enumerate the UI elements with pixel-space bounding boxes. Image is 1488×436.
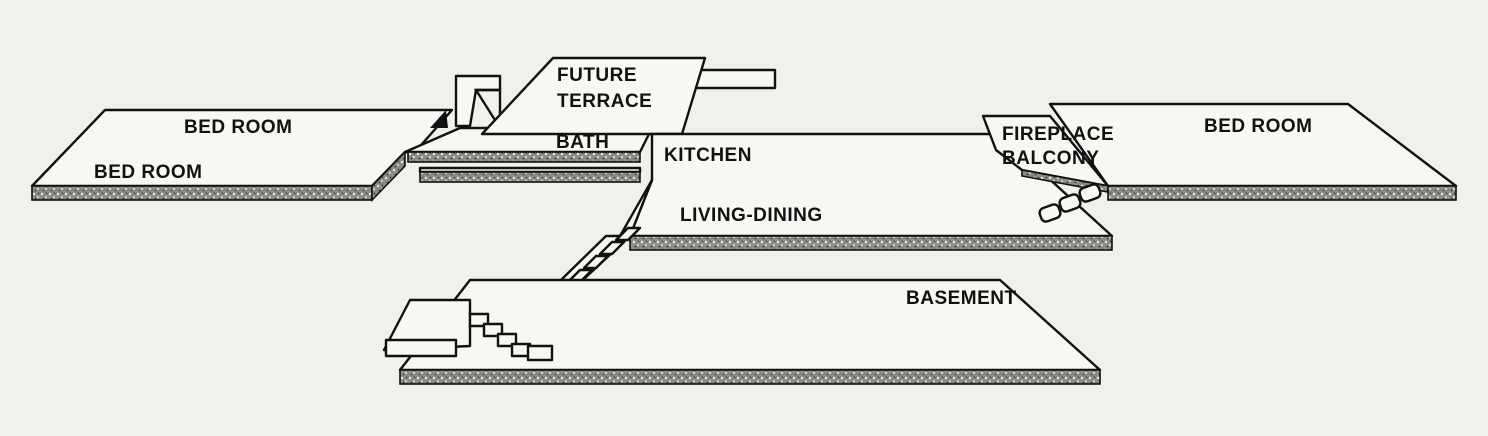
fireplace-hearth-stones <box>1038 183 1102 223</box>
label-kitchen: KITCHEN <box>664 145 752 166</box>
bath-level: BATH <box>403 126 654 183</box>
label-bedroom-upper-left: BED ROOM <box>184 117 293 138</box>
label-bath: BATH <box>556 132 609 153</box>
label-future-terrace-line1: FUTURE <box>557 65 637 86</box>
label-fireplace: FIREPLACE <box>1002 124 1114 145</box>
label-bedroom-lower-left: BED ROOM <box>94 162 203 183</box>
label-living-dining: LIVING-DINING <box>680 205 823 226</box>
label-bedroom-right: BED ROOM <box>1204 116 1313 137</box>
basement-landing-steps <box>382 298 554 362</box>
label-future-terrace-line2: TERRACE <box>557 91 652 112</box>
living-dining-level: KITCHEN LIVING-DINING <box>628 132 1114 251</box>
basement-level: BASEMENT <box>382 278 1102 385</box>
future-terrace: FUTURE TERRACE <box>430 56 777 136</box>
right-bedroom-wing: FIREPLACE BALCONY BED ROOM <box>981 102 1458 223</box>
left-bedroom-wing: BED ROOM BED ROOM <box>30 108 454 202</box>
label-balcony: BALCONY <box>1002 148 1099 169</box>
label-basement: BASEMENT <box>906 288 1017 309</box>
